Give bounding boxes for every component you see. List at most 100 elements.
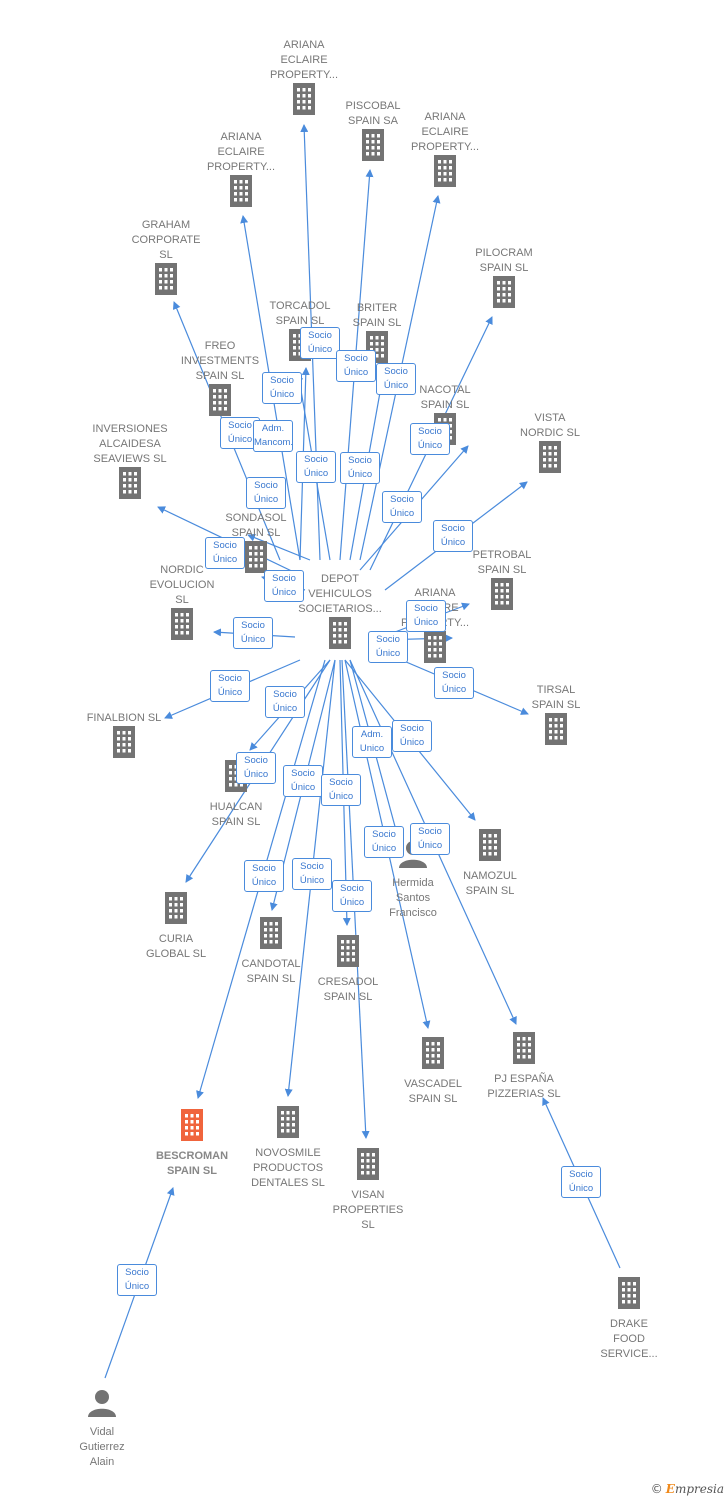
node-label-line: SPAIN SL — [211, 816, 261, 828]
node-finalbion[interactable]: FINALBION SL — [64, 711, 184, 763]
node-label-line: SPAIN SL — [246, 973, 296, 985]
edge-label-text: Único — [272, 703, 298, 714]
empresia-logo[interactable]: ©Empresia — [650, 1482, 724, 1496]
edge-relation-label[interactable]: Adm.Mancom. — [253, 420, 293, 452]
building-icon — [385, 155, 505, 192]
building-icon — [211, 917, 331, 954]
node-label-line: SPAIN SL — [408, 1093, 458, 1105]
edge-label-text: Único — [389, 508, 415, 519]
node-label-line: SPAIN SA — [348, 115, 398, 127]
building-icon — [308, 1148, 428, 1185]
node-label-line: SPAIN SL — [465, 885, 515, 897]
edge-label-text: Único — [269, 389, 295, 400]
node-label-line: EVOLUCION — [149, 579, 215, 591]
building-icon — [228, 1106, 348, 1143]
edge-label-text: Socio — [270, 375, 294, 386]
node-label-line: SONDASOL — [225, 512, 287, 524]
building-icon — [244, 83, 364, 120]
edge-label-text: Socio — [340, 883, 364, 894]
edge-relation-label[interactable]: Adm.Unico — [352, 726, 392, 758]
building-icon — [196, 541, 316, 578]
node-label-line: ECLAIRE — [217, 146, 265, 158]
edge-label-text: Único — [253, 494, 279, 505]
node-label-line: SPAIN SL — [195, 370, 245, 382]
edge-line — [247, 533, 311, 561]
edge-label-text: Único — [124, 1281, 150, 1292]
edge-label-text: Único — [328, 791, 354, 802]
node-label-line: FREO — [204, 340, 236, 352]
edge-label-text: Socio — [254, 480, 278, 491]
building-icon — [106, 263, 226, 300]
building-icon — [490, 441, 610, 478]
node-label-line: PROPERTIES — [332, 1204, 404, 1216]
edge-label-text: Socio — [400, 723, 424, 734]
building-icon — [444, 276, 564, 313]
edge-label-text: Socio — [414, 603, 438, 614]
building-icon — [442, 578, 562, 615]
node-label-line: SL — [361, 1219, 375, 1231]
edge-label-text: Único — [441, 684, 467, 695]
edge-label-text: Socio — [304, 454, 328, 465]
